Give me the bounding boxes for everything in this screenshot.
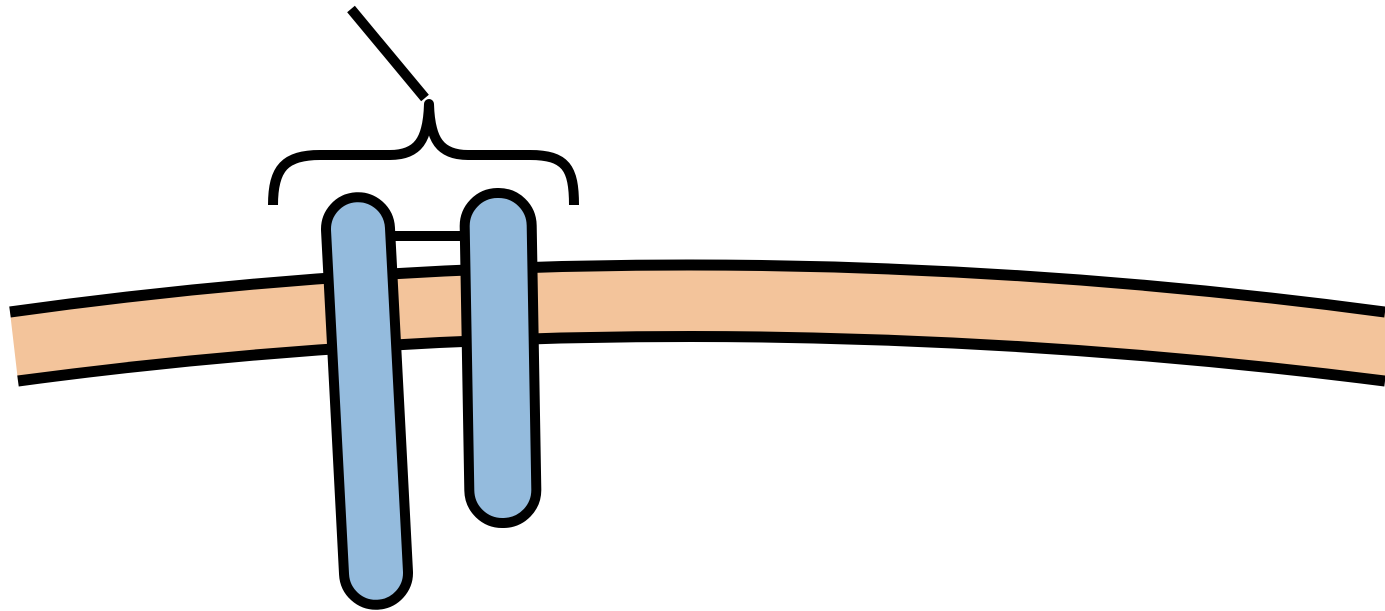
subunit-left — [320, 192, 414, 610]
membrane-bottom-edge — [17, 331, 1385, 387]
subunit-right — [459, 188, 542, 528]
membrane-top-edge — [9, 259, 1385, 318]
curly-brace — [268, 99, 579, 206]
label-leader-line — [347, 5, 429, 102]
